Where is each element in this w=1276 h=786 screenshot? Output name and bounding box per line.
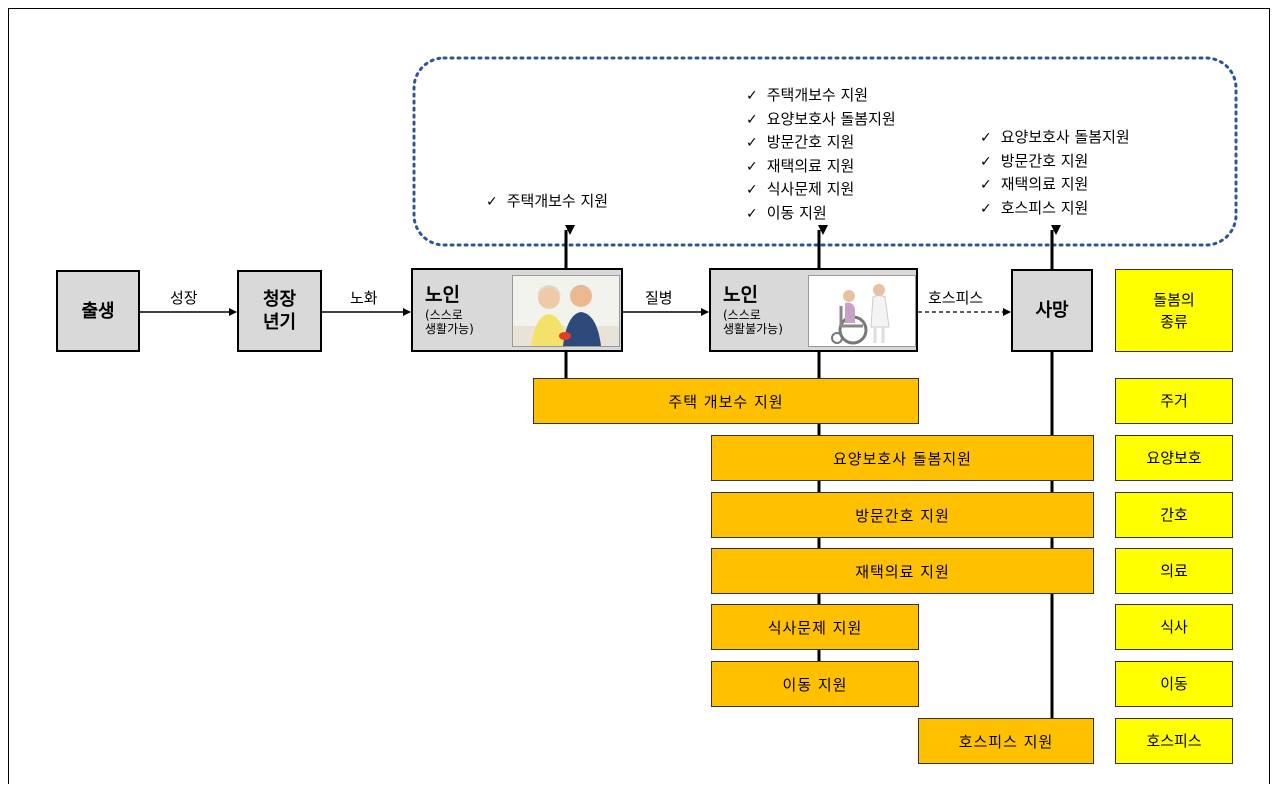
support-mobility-bar: 이동 지원	[711, 661, 919, 707]
support-housing-bar: 주택 개보수 지원	[533, 378, 919, 424]
dotted-summary-box	[412, 56, 1238, 247]
support-caregiver-bar: 요양보호사 돌봄지원	[711, 435, 1094, 481]
checklist-death: 요양보호사 돌봄지원 방문간호 지원 재택의료 지원 호스피스 지원	[980, 126, 1130, 220]
support-meal-bar: 식사문제 지원	[711, 604, 919, 650]
elder-dependent-title: 노인	[723, 284, 758, 306]
label-illness: 질병	[645, 289, 673, 307]
label-hospice: 호스피스	[928, 289, 984, 307]
checklist-independent: 주택개보수 지원	[486, 190, 608, 214]
care-type-mobility: 이동	[1115, 661, 1233, 707]
support-medical-bar: 재택의료 지원	[711, 548, 1094, 594]
checklist-item: 요양보호사 돌봄지원	[980, 126, 1130, 150]
care-type-meal: 식사	[1115, 604, 1233, 650]
elder-independent-title: 노인	[425, 284, 460, 306]
elder-dependent-subtitle: (스스로 생활불가능)	[723, 308, 783, 336]
care-type-housing: 주거	[1115, 378, 1233, 424]
stage-elder-independent: 노인 (스스로 생활가능)	[411, 268, 623, 352]
checklist-item: 재택의료 지원	[746, 155, 896, 179]
support-nursing-bar: 방문간호 지원	[711, 492, 1094, 538]
page-frame	[8, 8, 1270, 784]
care-type-caregiving: 요양보호	[1115, 435, 1233, 481]
checklist-item: 호스피스 지원	[980, 197, 1130, 221]
checklist-item: 식사문제 지원	[746, 178, 896, 202]
label-growth: 성장	[170, 289, 198, 307]
care-type-hospice: 호스피스	[1115, 718, 1233, 764]
checklist-item: 방문간호 지원	[746, 131, 896, 155]
support-hospice-bar: 호스피스 지원	[918, 718, 1094, 764]
stage-elder-dependent: 노인 (스스로 생활불가능)	[709, 268, 918, 352]
elderly-couple-photo	[512, 275, 620, 347]
care-type-medical: 의료	[1115, 548, 1233, 594]
checklist-item: 재택의료 지원	[980, 173, 1130, 197]
checklist-item: 주택개보수 지원	[746, 84, 896, 108]
checklist-item: 방문간호 지원	[980, 150, 1130, 174]
wheelchair-caregiver-photo	[808, 275, 916, 347]
elder-independent-subtitle: (스스로 생활가능)	[425, 308, 474, 336]
stage-birth: 출생	[56, 270, 140, 352]
care-type-header: 돌봄의 종류	[1115, 269, 1233, 352]
checklist-item: 요양보호사 돌봄지원	[746, 108, 896, 132]
care-type-nursing: 간호	[1115, 492, 1233, 538]
stage-youth: 청장 년기	[237, 270, 322, 352]
checklist-item: 이동 지원	[746, 202, 896, 226]
checklist-dependent: 주택개보수 지원 요양보호사 돌봄지원 방문간호 지원 재택의료 지원 식사문제…	[746, 84, 896, 225]
checklist-item: 주택개보수 지원	[486, 190, 608, 214]
label-aging: 노화	[350, 289, 378, 307]
stage-death: 사망	[1011, 269, 1093, 352]
